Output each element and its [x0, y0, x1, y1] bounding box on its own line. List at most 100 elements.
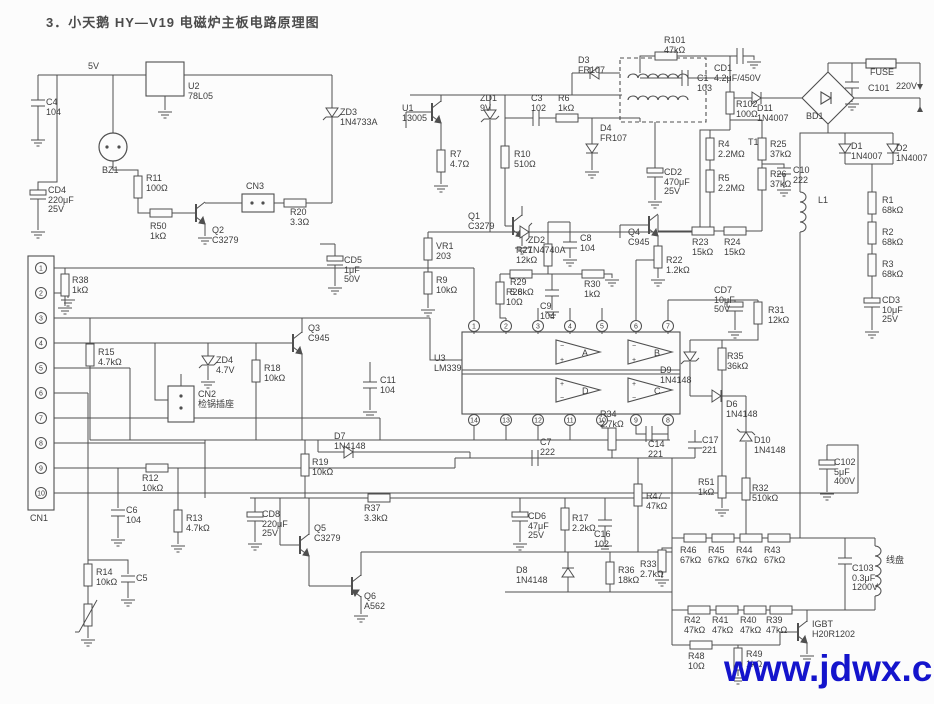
svg-text:3: 3	[39, 316, 43, 323]
comparator-input-sign: +	[632, 381, 636, 388]
r29-res	[509, 269, 533, 279]
svg-text:1: 1	[39, 266, 43, 273]
cd3-cap	[863, 297, 881, 308]
gnd	[845, 103, 859, 111]
igbt-tr	[790, 620, 808, 644]
rt-thermistor	[75, 599, 98, 633]
cn1-pin-5: 5	[35, 362, 47, 374]
xianpan-coil	[874, 545, 882, 597]
d6-diode	[711, 389, 722, 403]
d8-diode	[561, 567, 575, 578]
c101-cap	[845, 81, 859, 89]
cn1-pin-6: 6	[35, 387, 47, 399]
u3-top-pin: 3	[532, 320, 544, 332]
cn3-connector-box	[241, 193, 275, 213]
svg-text:2: 2	[39, 291, 43, 298]
cd8-cap	[246, 511, 264, 522]
gnd	[328, 287, 342, 295]
cn1-pin-2: 2	[35, 287, 47, 299]
comparator-letter: C	[654, 386, 661, 396]
zd3-zener	[322, 107, 342, 121]
d2-diode	[886, 143, 900, 154]
r30-res	[581, 269, 605, 279]
r33-res	[657, 549, 667, 573]
svg-text:1: 1	[472, 324, 476, 331]
svg-text:14: 14	[470, 418, 478, 425]
t1-transformer-box	[619, 57, 707, 123]
cn1-pin-9: 9	[35, 462, 47, 474]
u3-bottom-pin: 9	[630, 414, 642, 426]
svg-text:5: 5	[600, 324, 604, 331]
gnd	[648, 201, 662, 209]
u3-bottom-pin: 11	[564, 414, 576, 426]
gnd	[585, 171, 599, 179]
q5-tr	[292, 533, 310, 557]
svg-text:7: 7	[39, 416, 43, 423]
u3-bottom-pin: 12	[532, 414, 544, 426]
r36-res	[605, 561, 615, 585]
d1-diode	[838, 143, 852, 154]
r43-res	[767, 533, 791, 543]
gnd	[605, 279, 619, 287]
r6-res	[555, 113, 579, 123]
r41-res	[715, 605, 739, 615]
u3-top-pin: 4	[564, 320, 576, 332]
d10-zener	[736, 428, 756, 442]
svg-text:4: 4	[39, 341, 43, 348]
c4-cap	[31, 99, 45, 107]
comparator-input-sign: +	[560, 381, 564, 388]
r15-res	[85, 343, 95, 367]
cn2-connector-box	[167, 385, 195, 423]
comparator-input-sign: −	[560, 395, 564, 402]
c16-cap	[598, 519, 612, 527]
gnd	[31, 231, 45, 239]
r13-res	[173, 509, 183, 533]
gnd	[865, 331, 879, 339]
comparator-input-sign: −	[632, 343, 636, 350]
svg-text:8: 8	[39, 441, 43, 448]
c3-cap	[532, 110, 540, 126]
svg-text:13: 13	[502, 418, 510, 425]
t1-windings	[627, 73, 689, 101]
comparator-input-sign: +	[632, 357, 636, 364]
svg-text:4: 4	[568, 324, 572, 331]
mains-terminal-arrow	[917, 84, 923, 90]
zd2-zener	[519, 222, 533, 242]
cd6-cap	[511, 511, 529, 522]
gnd	[747, 61, 761, 69]
r37-res	[367, 493, 391, 503]
r40-res	[743, 605, 767, 615]
r12-res	[145, 463, 169, 473]
svg-text:10: 10	[37, 491, 45, 498]
bridge-diode-icon	[820, 91, 833, 105]
svg-text:2: 2	[504, 324, 508, 331]
watermark: www.jdwx.cn	[724, 648, 934, 689]
u1-tr	[424, 100, 442, 124]
gnd	[820, 493, 834, 501]
c17-cap	[688, 441, 702, 449]
gnd	[354, 615, 368, 623]
r23-res	[691, 226, 715, 236]
comparator-b	[627, 339, 675, 365]
r2-res	[867, 221, 877, 245]
cn1-pin-4: 4	[35, 337, 47, 349]
cn1-pin-3: 3	[35, 312, 47, 324]
cd5-cap	[326, 255, 344, 266]
cd2-cap	[646, 167, 664, 178]
gnd	[248, 543, 262, 551]
svg-text:11: 11	[566, 418, 573, 425]
u3-top-pin: 1	[468, 320, 480, 332]
gnd	[777, 189, 791, 197]
cd1-cap	[736, 48, 744, 64]
mains-terminal-arrow	[917, 106, 923, 112]
r44-res	[739, 533, 763, 543]
vr1-res	[423, 237, 433, 261]
u3-top-pin: 7	[662, 320, 674, 332]
comparator-letter: B	[654, 348, 660, 358]
r18-res	[251, 359, 261, 383]
cn1-pin-1: 1	[35, 262, 47, 274]
u3-top-pin: 2	[500, 320, 512, 332]
